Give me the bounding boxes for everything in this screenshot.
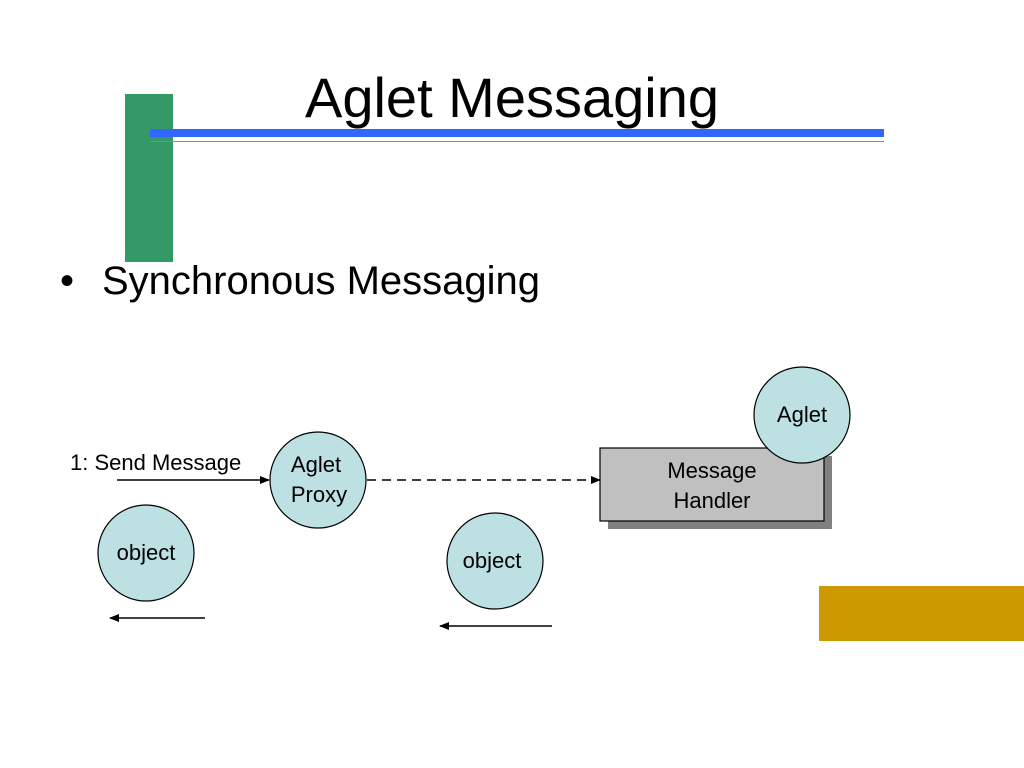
send-message-label: 1: Send Message (70, 450, 241, 475)
bullet-item: • Synchronous Messaging (60, 256, 540, 306)
aglet-label: Aglet (777, 402, 827, 427)
message-handler-label-2: Handler (673, 488, 750, 513)
message-handler-label-1: Message (667, 458, 756, 483)
aglet-proxy-node (269, 431, 367, 529)
bullet-dot: • (60, 259, 75, 303)
title-underline-gray (150, 141, 884, 142)
bullet-text: Synchronous Messaging (102, 259, 541, 303)
green-accent-bar (125, 94, 173, 262)
object-label-left: object (117, 540, 176, 565)
aglet-proxy-label-2: Proxy (291, 482, 347, 507)
object-node-middle (446, 512, 544, 610)
object-label-middle: object (463, 548, 522, 573)
gold-accent-block (819, 586, 1024, 641)
aglet-node (753, 366, 851, 464)
title-underline-blue (150, 129, 884, 137)
slide-title: Aglet Messaging (304, 66, 719, 129)
object-node-left (97, 504, 195, 602)
aglet-proxy-label-1: Aglet (291, 452, 341, 477)
